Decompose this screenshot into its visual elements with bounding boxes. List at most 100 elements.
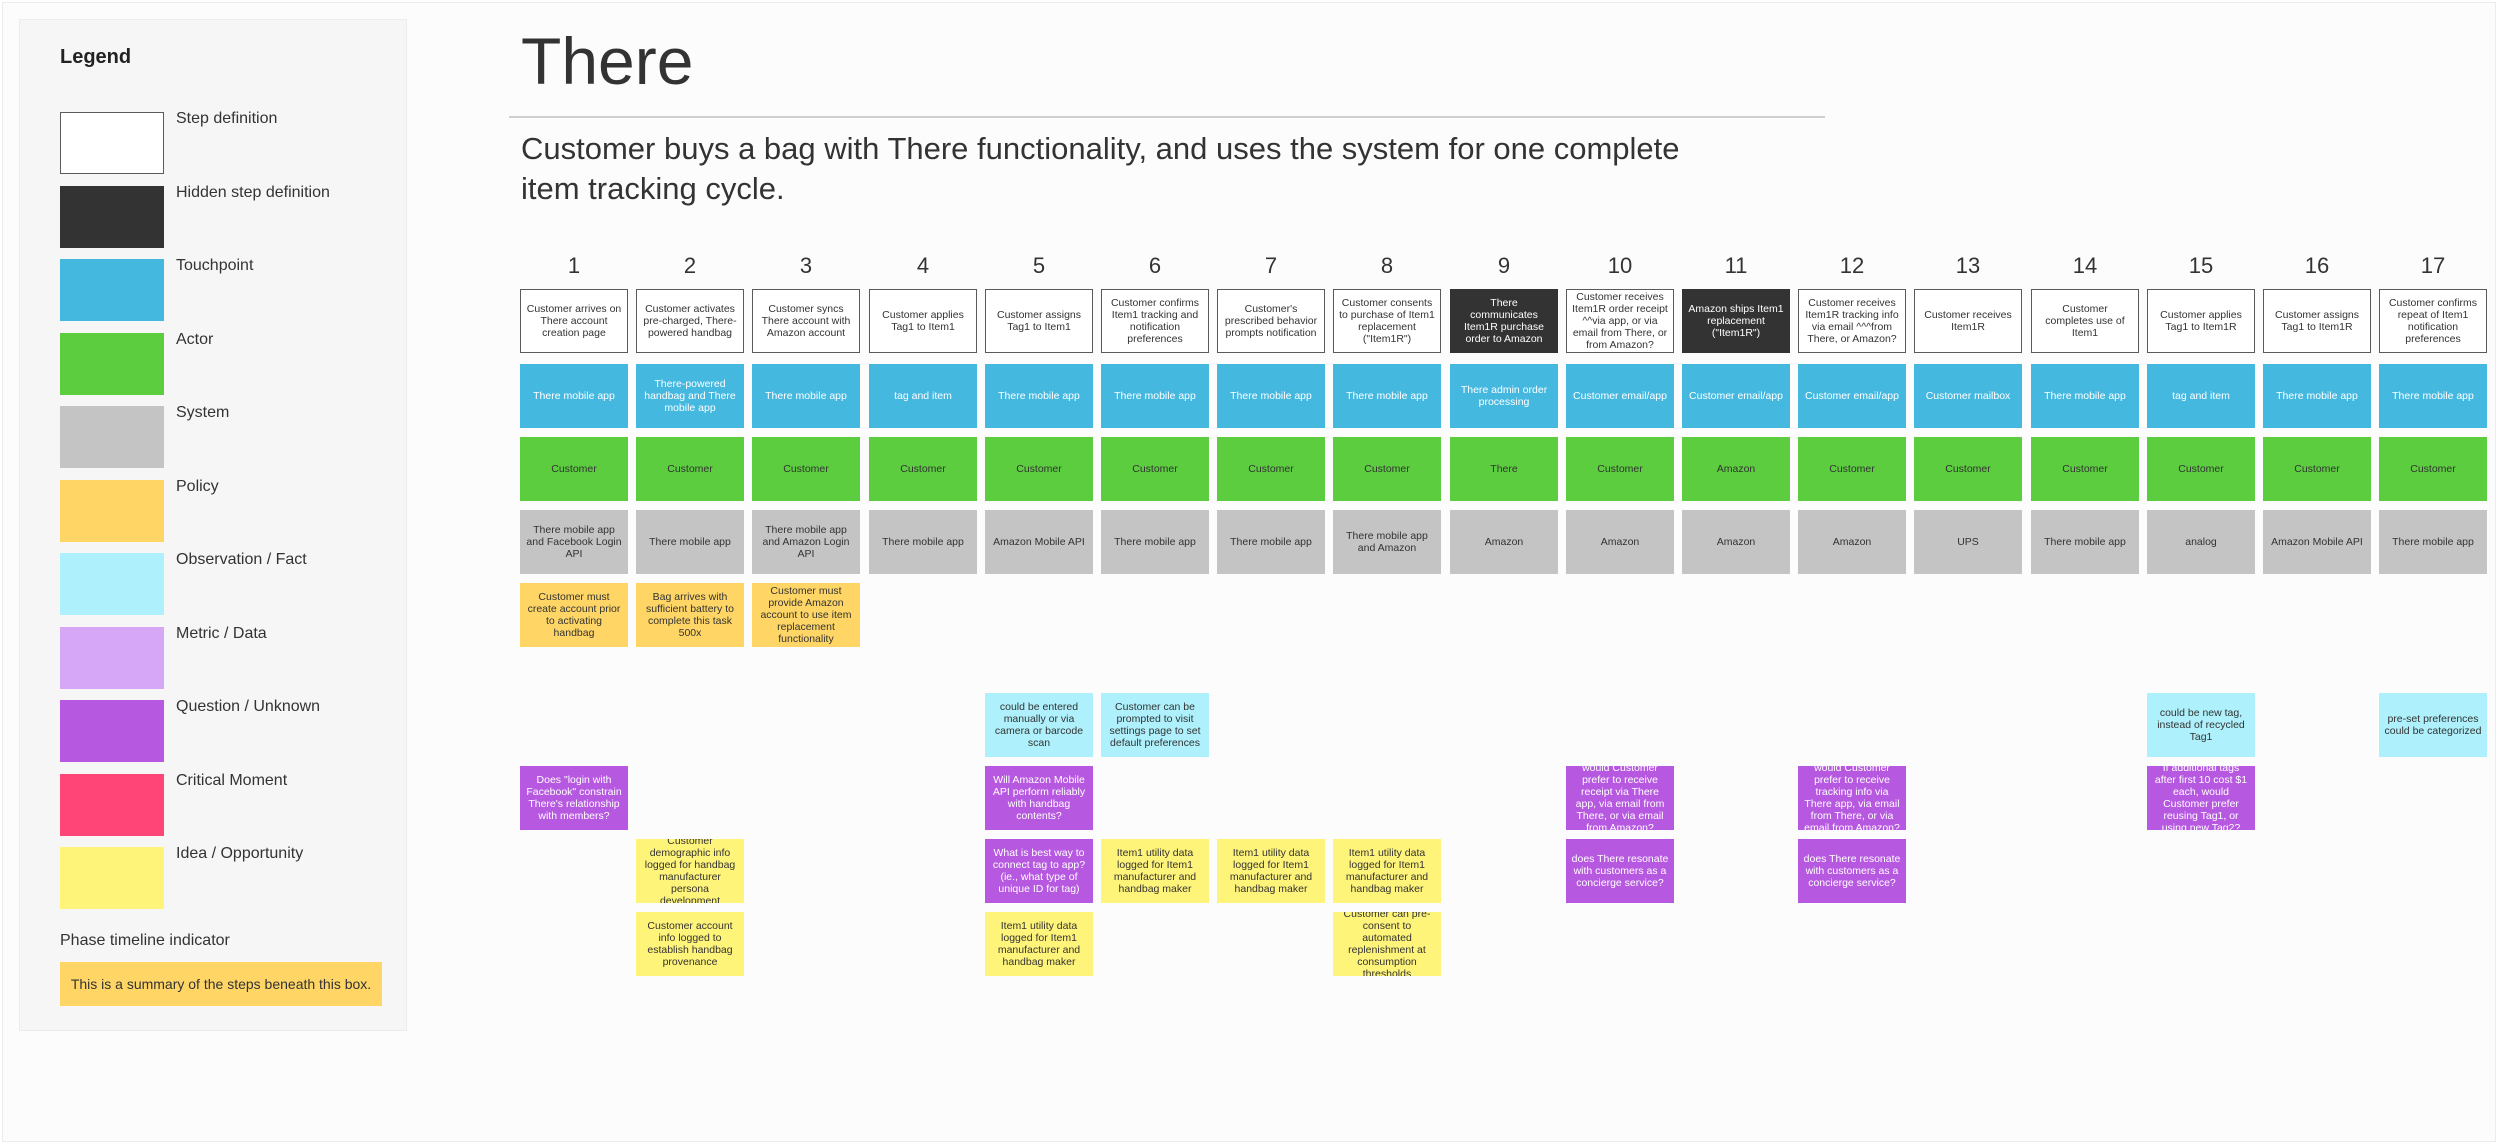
- step-card[interactable]: Customer assigns Tag1 to Item1R: [2263, 289, 2371, 353]
- step-number: 15: [2188, 253, 2214, 278]
- step-number: 6: [1148, 253, 1162, 278]
- system-card[interactable]: analog: [2147, 510, 2255, 574]
- touchpoint-card[interactable]: There mobile app: [1101, 364, 1209, 428]
- actor-card[interactable]: Customer: [1101, 437, 1209, 501]
- actor-card[interactable]: Customer: [636, 437, 744, 501]
- actor-card[interactable]: Customer: [1566, 437, 1674, 501]
- phase-timeline-box[interactable]: This is a summary of the steps beneath t…: [60, 962, 382, 1006]
- touchpoint-card[interactable]: There mobile app: [752, 364, 860, 428]
- system-card[interactable]: UPS: [1914, 510, 2022, 574]
- touchpoint-card[interactable]: There mobile app: [2379, 364, 2487, 428]
- question-card[interactable]: does There resonate with customers as a …: [1566, 839, 1674, 903]
- step-card[interactable]: Customer assigns Tag1 to Item1: [985, 289, 1093, 353]
- question-card[interactable]: would Customer prefer to receive receipt…: [1566, 766, 1674, 830]
- step-card[interactable]: Customer arrives on There account creati…: [520, 289, 628, 353]
- step-card[interactable]: Customer consents to purchase of Item1 r…: [1333, 289, 1441, 353]
- legend-title: Legend: [60, 46, 132, 68]
- actor-card[interactable]: Customer: [2263, 437, 2371, 501]
- step-card[interactable]: Customer receives Item1R tracking info v…: [1798, 289, 1906, 353]
- question-card[interactable]: Does "login with Facebook" constrain The…: [520, 766, 628, 830]
- observation-card[interactable]: pre-set preferences could be categorized: [2379, 693, 2487, 757]
- actor-card[interactable]: There: [1450, 437, 1558, 501]
- touchpoint-card[interactable]: Customer email/app: [1682, 364, 1790, 428]
- touchpoint-card[interactable]: There-powered handbag and There mobile a…: [636, 364, 744, 428]
- actor-card[interactable]: Customer: [869, 437, 977, 501]
- system-card[interactable]: Amazon Mobile API: [985, 510, 1093, 574]
- system-card[interactable]: There mobile app and Facebook Login API: [520, 510, 628, 574]
- question-card[interactable]: What is best way to connect tag to app? …: [985, 839, 1093, 903]
- system-card[interactable]: Amazon: [1450, 510, 1558, 574]
- observation-card[interactable]: could be entered manually or via camera …: [985, 693, 1093, 757]
- step-card[interactable]: Customer completes use of Item1: [2031, 289, 2139, 353]
- system-card[interactable]: There mobile app: [636, 510, 744, 574]
- actor-card[interactable]: Customer: [2031, 437, 2139, 501]
- step-number: 5: [1032, 253, 1046, 278]
- question-card[interactable]: If additional tags after first 10 cost $…: [2147, 766, 2255, 830]
- idea-card[interactable]: Customer demographic info logged for han…: [636, 839, 744, 903]
- touchpoint-card[interactable]: Customer email/app: [1798, 364, 1906, 428]
- legend-label: System: [176, 404, 230, 421]
- idea-card[interactable]: Item1 utility data logged for Item1 manu…: [1333, 839, 1441, 903]
- idea-card[interactable]: Item1 utility data logged for Item1 manu…: [1101, 839, 1209, 903]
- policy-card[interactable]: Bag arrives with sufficient battery to c…: [636, 583, 744, 647]
- question-card[interactable]: Will Amazon Mobile API perform reliably …: [985, 766, 1093, 830]
- idea-card[interactable]: Item1 utility data logged for Item1 manu…: [985, 912, 1093, 976]
- actor-card[interactable]: Amazon: [1682, 437, 1790, 501]
- touchpoint-card[interactable]: There mobile app: [985, 364, 1093, 428]
- touchpoint-card[interactable]: There mobile app: [2031, 364, 2139, 428]
- system-card[interactable]: There mobile app: [2031, 510, 2139, 574]
- legend-swatch: [60, 553, 164, 615]
- system-card[interactable]: There mobile app: [869, 510, 977, 574]
- system-card[interactable]: Amazon Mobile API: [2263, 510, 2371, 574]
- step-card[interactable]: Customer applies Tag1 to Item1: [869, 289, 977, 353]
- touchpoint-card[interactable]: Customer email/app: [1566, 364, 1674, 428]
- system-card[interactable]: Amazon: [1682, 510, 1790, 574]
- step-number: 12: [1839, 253, 1865, 278]
- idea-card[interactable]: Customer account info logged to establis…: [636, 912, 744, 976]
- system-card[interactable]: Amazon: [1566, 510, 1674, 574]
- policy-card[interactable]: Customer must create account prior to ac…: [520, 583, 628, 647]
- system-card[interactable]: There mobile app: [2379, 510, 2487, 574]
- actor-card[interactable]: Customer: [1914, 437, 2022, 501]
- actor-card[interactable]: Customer: [1217, 437, 1325, 501]
- policy-card[interactable]: Customer must provide Amazon account to …: [752, 583, 860, 647]
- step-card[interactable]: Customer applies Tag1 to Item1R: [2147, 289, 2255, 353]
- actor-card[interactable]: Customer: [1333, 437, 1441, 501]
- step-card[interactable]: Customer's prescribed behavior prompts n…: [1217, 289, 1325, 353]
- actor-card[interactable]: Customer: [2379, 437, 2487, 501]
- system-card[interactable]: There mobile app: [1101, 510, 1209, 574]
- touchpoint-card[interactable]: There mobile app: [2263, 364, 2371, 428]
- legend-label: Idea / Opportunity: [176, 845, 304, 862]
- step-card[interactable]: Customer confirms repeat of Item1 notifi…: [2379, 289, 2487, 353]
- step-card[interactable]: Customer receives Item1R order receipt ^…: [1566, 289, 1674, 353]
- touchpoint-card[interactable]: tag and item: [2147, 364, 2255, 428]
- question-card[interactable]: would Customer prefer to receive trackin…: [1798, 766, 1906, 830]
- system-card[interactable]: Amazon: [1798, 510, 1906, 574]
- touchpoint-card[interactable]: There mobile app: [1217, 364, 1325, 428]
- touchpoint-card[interactable]: There mobile app: [520, 364, 628, 428]
- touchpoint-card[interactable]: There mobile app: [1333, 364, 1441, 428]
- observation-card[interactable]: could be new tag, instead of recycled Ta…: [2147, 693, 2255, 757]
- system-card[interactable]: There mobile app and Amazon Login API: [752, 510, 860, 574]
- step-card[interactable]: Amazon ships Item1 replacement ("Item1R"…: [1682, 289, 1790, 353]
- actor-card[interactable]: Customer: [752, 437, 860, 501]
- step-card[interactable]: Customer confirms Item1 tracking and not…: [1101, 289, 1209, 353]
- idea-card[interactable]: Item1 utility data logged for Item1 manu…: [1217, 839, 1325, 903]
- actor-card[interactable]: Customer: [520, 437, 628, 501]
- step-card[interactable]: Customer syncs There account with Amazon…: [752, 289, 860, 353]
- observation-card[interactable]: Customer can be prompted to visit settin…: [1101, 693, 1209, 757]
- system-card[interactable]: There mobile app: [1217, 510, 1325, 574]
- touchpoint-card[interactable]: Customer mailbox: [1914, 364, 2022, 428]
- system-card[interactable]: There mobile app and Amazon: [1333, 510, 1441, 574]
- touchpoint-card[interactable]: tag and item: [869, 364, 977, 428]
- actor-card[interactable]: Customer: [985, 437, 1093, 501]
- step-card[interactable]: Customer receives Item1R: [1914, 289, 2022, 353]
- idea-card[interactable]: Customer can pre-consent to automated re…: [1333, 912, 1441, 976]
- step-card[interactable]: Customer activates pre-charged, There-po…: [636, 289, 744, 353]
- question-card[interactable]: does There resonate with customers as a …: [1798, 839, 1906, 903]
- actor-card[interactable]: Customer: [1798, 437, 1906, 501]
- actor-card[interactable]: Customer: [2147, 437, 2255, 501]
- legend-label: Touchpoint: [176, 257, 254, 274]
- step-card[interactable]: There communicates Item1R purchase order…: [1450, 289, 1558, 353]
- touchpoint-card[interactable]: There admin order processing: [1450, 364, 1558, 428]
